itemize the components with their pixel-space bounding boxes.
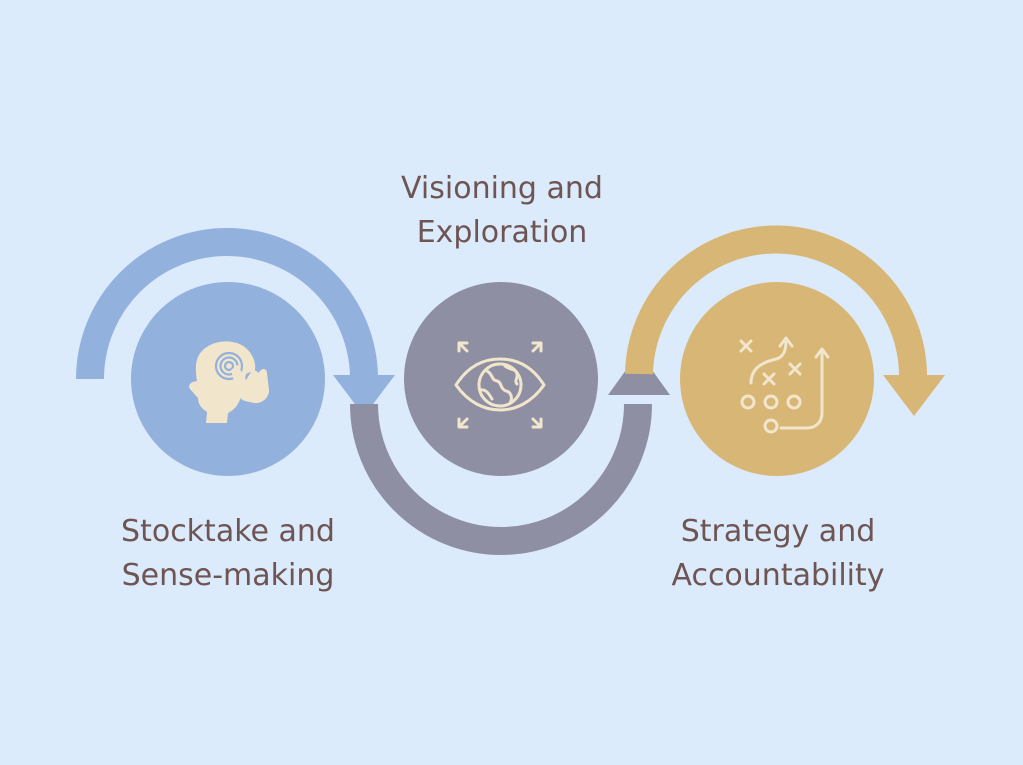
stage-3-label-line-2: Accountability — [671, 558, 885, 593]
stage-3-label-line-1: Strategy and — [680, 514, 876, 549]
stage-2-label-line-2: Exploration — [416, 215, 588, 250]
arrow-stage-3 — [625, 225, 945, 416]
stage-1-label-line-2: Sense-making — [121, 558, 335, 593]
stage-2-circle — [404, 282, 598, 476]
stage-3-circle — [680, 282, 874, 476]
stage-2-label: Visioning and Exploration — [380, 167, 624, 255]
arrowhead-down-icon — [333, 375, 395, 416]
stage-1-label-line-1: Stocktake and — [121, 514, 335, 549]
arrowhead-down-icon — [883, 375, 945, 416]
stage-2-label-line-1: Visioning and — [401, 171, 603, 206]
arrow-stage-1 — [76, 228, 395, 416]
stage-3-label: Strategy and Accountability — [660, 510, 896, 598]
stage-1-label: Stocktake and Sense-making — [108, 510, 348, 598]
eye-globe-icon — [454, 341, 546, 429]
strategy-playbook-icon — [739, 336, 830, 434]
head-touch-icon — [189, 341, 269, 423]
